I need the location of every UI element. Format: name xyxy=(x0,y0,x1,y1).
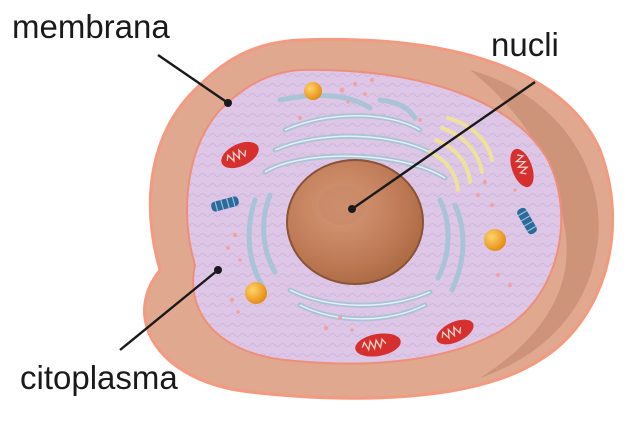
nucleus xyxy=(286,159,424,285)
nucleolus xyxy=(318,185,366,225)
label-membrane: membrana xyxy=(12,8,170,45)
label-cytoplasm: citoplasma xyxy=(20,359,178,396)
leader-lines xyxy=(119,54,536,351)
centriole xyxy=(211,196,239,212)
mitochondrion xyxy=(355,333,401,357)
centriole xyxy=(517,207,537,235)
vesicle xyxy=(245,282,267,304)
membrane-leader-dot xyxy=(224,99,232,107)
nucleus-leader xyxy=(351,81,536,210)
label-nucleus: nucli xyxy=(491,26,559,63)
cytoplasm-leader-dot xyxy=(214,266,222,274)
centrioles xyxy=(211,196,537,235)
mitochondria xyxy=(221,141,534,357)
vesicle xyxy=(304,82,322,100)
cytoplasm-leader xyxy=(119,269,219,351)
membrane-shadow xyxy=(470,70,599,378)
mitochondrion xyxy=(436,319,474,345)
mitochondrion xyxy=(510,148,534,188)
reticulum-inner-lines xyxy=(264,115,446,320)
vesicle xyxy=(484,229,506,251)
ribosome-dots xyxy=(226,77,517,332)
membrane-leader xyxy=(157,54,229,104)
mitochondrion xyxy=(221,141,259,169)
golgi-apparatus xyxy=(428,116,494,192)
vesicles xyxy=(245,82,506,304)
nucleus-leader-dot xyxy=(348,205,356,213)
